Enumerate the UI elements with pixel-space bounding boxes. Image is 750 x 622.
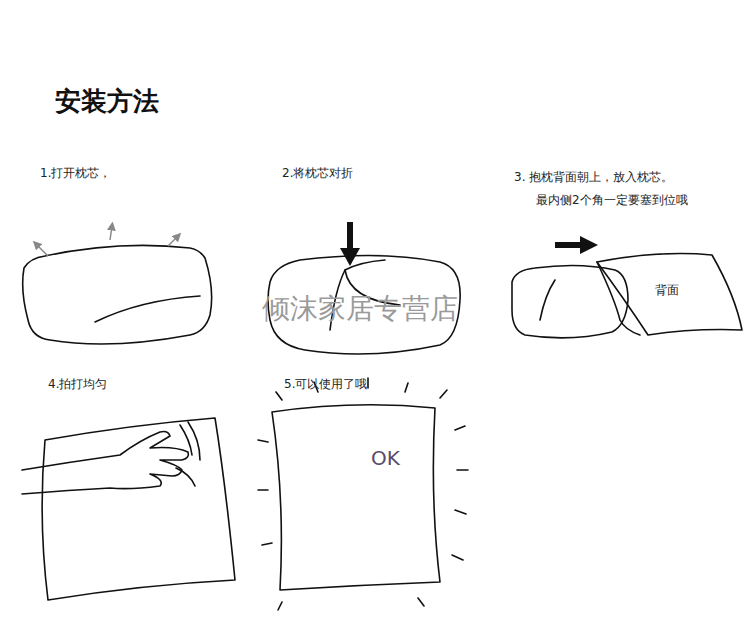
- watermark: 倾沫家居专营店: [262, 292, 458, 326]
- step-label: 4.拍打均匀: [48, 377, 107, 391]
- step-label: 3. 抱枕背面朝上，放入枕芯。: [514, 170, 673, 184]
- ok-mark: OK: [371, 446, 400, 470]
- step-label: 2.将枕芯对折: [282, 166, 353, 180]
- step-label: 1.打开枕芯，: [40, 166, 111, 180]
- part-label: 背面: [655, 283, 679, 297]
- step-note: 最内侧2个角一定要塞到位哦: [536, 193, 688, 207]
- step-label: 5.可以使用了哦: [284, 377, 367, 391]
- title: 安装方法: [55, 86, 159, 117]
